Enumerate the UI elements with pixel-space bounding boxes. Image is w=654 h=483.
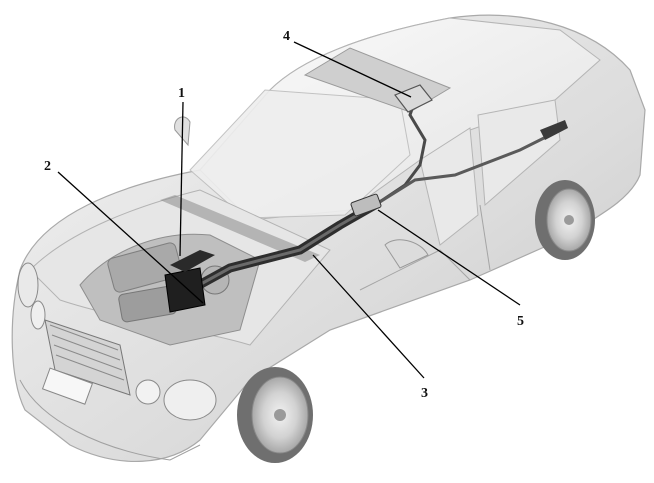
- leader-line-4: [293, 41, 412, 98]
- duct-system: [164, 84, 568, 313]
- callout-3: 3: [421, 386, 428, 401]
- leader-lines: [57, 41, 521, 379]
- callout-4: 4: [283, 29, 290, 44]
- rear-wheel: [535, 180, 595, 260]
- callout-2: 2: [44, 159, 51, 174]
- front-wheel: [237, 367, 313, 463]
- leader-line-1: [179, 101, 184, 257]
- leader-line-5: [377, 209, 521, 306]
- leader-line-3: [312, 254, 425, 379]
- callout-5: 5: [517, 314, 524, 329]
- callout-1: 1: [178, 86, 185, 101]
- front-end: [17, 262, 217, 461]
- leader-line-2: [57, 171, 204, 304]
